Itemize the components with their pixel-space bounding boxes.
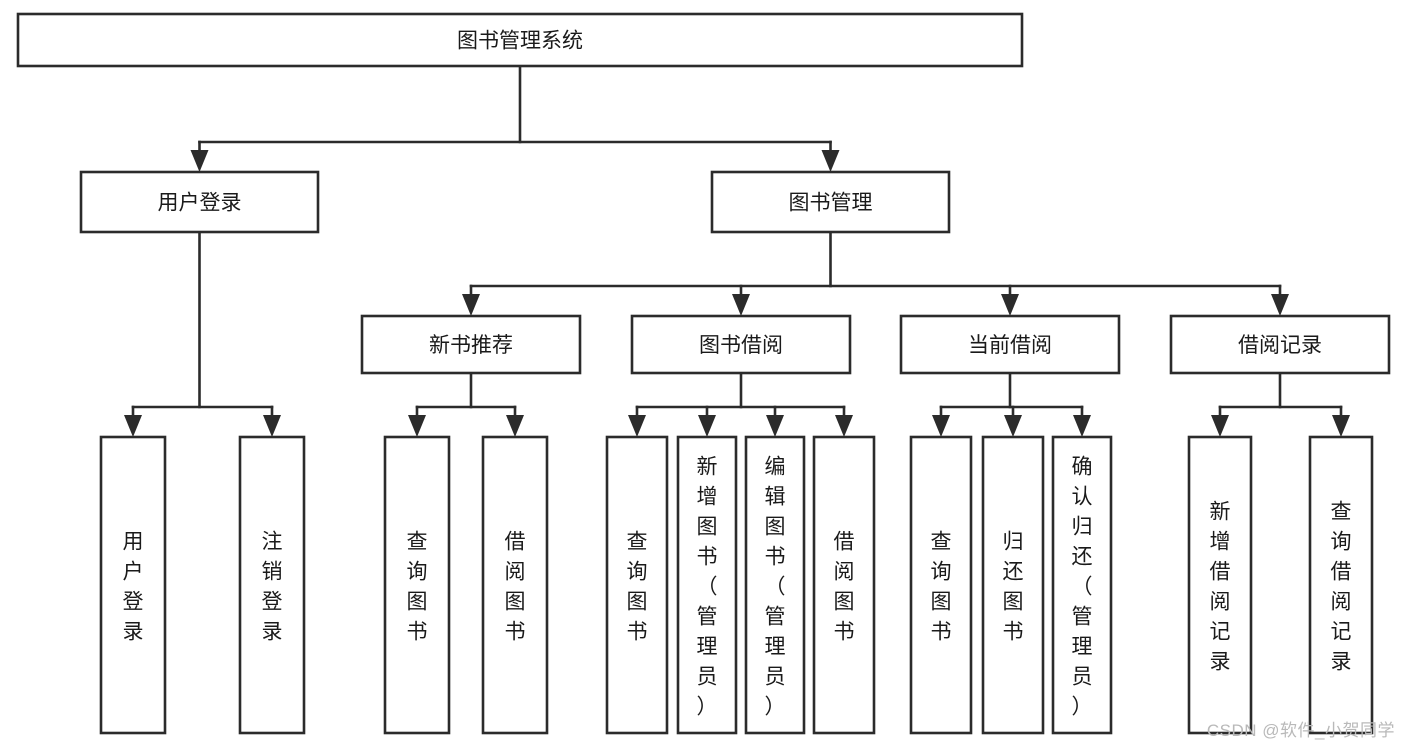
node-box-borrow-record — [1169, 314, 1391, 375]
arrow-book-manage — [821, 150, 840, 172]
node-leaf-query-book-2[interactable]: 查询图书 — [605, 435, 669, 735]
node-leaf-add-record[interactable]: 新增借阅记录 — [1187, 435, 1253, 735]
connector-layer — [124, 64, 1350, 437]
node-box-leaf-query-record — [1308, 435, 1374, 735]
node-new-book-recommend[interactable]: 新书推荐 — [360, 314, 582, 375]
node-label-leaf-query-record: 查询借阅记录 — [1331, 500, 1352, 673]
arrow-borrow-record — [1271, 294, 1289, 316]
node-leaf-logout[interactable]: 注销登录 — [238, 435, 306, 735]
node-label-leaf-query-book-1: 查询图书 — [407, 530, 428, 643]
arrow-leaf-query-book-2 — [628, 415, 646, 437]
node-label-current-borrow: 当前借阅 — [968, 334, 1052, 357]
node-box-book-borrow — [630, 314, 852, 375]
node-label-root: 图书管理系统 — [457, 30, 583, 53]
arrow-leaf-return-book — [1004, 415, 1022, 437]
node-box-leaf-query-book-3 — [909, 435, 973, 735]
node-box-leaf-confirm-return — [1051, 435, 1113, 735]
node-label-borrow-record: 借阅记录 — [1238, 334, 1322, 357]
node-label-leaf-borrow-book-2: 借阅图书 — [834, 530, 855, 643]
node-label-leaf-logout: 注销登录 — [262, 530, 283, 643]
node-label-book-borrow: 图书借阅 — [699, 334, 783, 357]
node-leaf-user-login[interactable]: 用户登录 — [99, 435, 167, 735]
node-box-current-borrow — [899, 314, 1121, 375]
node-box-leaf-add-record — [1187, 435, 1253, 735]
node-box-leaf-return-book — [981, 435, 1045, 735]
node-leaf-borrow-book-2[interactable]: 借阅图书 — [812, 435, 876, 735]
arrow-leaf-confirm-return — [1073, 415, 1091, 437]
node-box-leaf-user-login — [99, 435, 167, 735]
node-label-book-manage: 图书管理 — [789, 192, 873, 215]
node-label-leaf-add-record: 新增借阅记录 — [1210, 500, 1231, 673]
node-borrow-record[interactable]: 借阅记录 — [1169, 314, 1391, 375]
node-leaf-query-book-3[interactable]: 查询图书 — [909, 435, 973, 735]
node-label-leaf-query-book-3: 查询图书 — [931, 530, 952, 643]
node-box-leaf-borrow-book-2 — [812, 435, 876, 735]
arrow-leaf-query-book-1 — [408, 415, 426, 437]
arrow-leaf-user-login — [124, 415, 142, 437]
node-label-leaf-confirm-return: 确认归还（管理员） — [1072, 455, 1093, 718]
node-label-leaf-return-book: 归还图书 — [1003, 530, 1024, 643]
node-user-login[interactable]: 用户登录 — [79, 170, 320, 234]
node-box-leaf-borrow-book-1 — [481, 435, 549, 735]
arrow-current-borrow — [1001, 294, 1019, 316]
node-leaf-query-record[interactable]: 查询借阅记录 — [1308, 435, 1374, 735]
node-box-leaf-query-book-2 — [605, 435, 669, 735]
arrow-leaf-borrow-book-2 — [835, 415, 853, 437]
node-leaf-return-book[interactable]: 归还图书 — [981, 435, 1045, 735]
node-leaf-add-book[interactable]: 新增图书（管理员） — [676, 435, 738, 735]
node-box-leaf-logout — [238, 435, 306, 735]
node-label-leaf-edit-book: 编辑图书（管理员） — [765, 455, 786, 718]
node-label-leaf-borrow-book-1: 借阅图书 — [505, 530, 526, 643]
node-box-root — [16, 12, 1024, 68]
arrow-leaf-query-book-3 — [932, 415, 950, 437]
node-leaf-confirm-return[interactable]: 确认归还（管理员） — [1051, 435, 1113, 735]
arrow-leaf-edit-book — [766, 415, 784, 437]
arrow-leaf-borrow-book-1 — [506, 415, 524, 437]
node-label-leaf-user-login: 用户登录 — [123, 530, 144, 643]
arrow-leaf-logout — [263, 415, 281, 437]
node-layer: 图书管理系统用户登录图书管理新书推荐图书借阅当前借阅借阅记录用户登录注销登录查询… — [16, 12, 1391, 735]
node-box-leaf-query-book-1 — [383, 435, 451, 735]
node-leaf-edit-book[interactable]: 编辑图书（管理员） — [744, 435, 806, 735]
node-leaf-borrow-book-1[interactable]: 借阅图书 — [481, 435, 549, 735]
node-label-user-login: 用户登录 — [158, 192, 242, 215]
node-box-leaf-edit-book — [744, 435, 806, 735]
arrow-user-login — [190, 150, 209, 172]
node-leaf-query-book-1[interactable]: 查询图书 — [383, 435, 451, 735]
node-box-new-book-recommend — [360, 314, 582, 375]
arrow-new-book-recommend — [462, 294, 480, 316]
arrow-leaf-query-record — [1332, 415, 1350, 437]
node-box-leaf-add-book — [676, 435, 738, 735]
node-current-borrow[interactable]: 当前借阅 — [899, 314, 1121, 375]
node-box-book-manage — [710, 170, 951, 234]
node-label-leaf-add-book: 新增图书（管理员） — [697, 455, 718, 718]
node-label-leaf-query-book-2: 查询图书 — [627, 530, 648, 643]
node-root[interactable]: 图书管理系统 — [16, 12, 1024, 68]
node-label-new-book-recommend: 新书推荐 — [429, 334, 513, 357]
node-book-manage[interactable]: 图书管理 — [710, 170, 951, 234]
node-box-user-login — [79, 170, 320, 234]
arrow-book-borrow — [732, 294, 750, 316]
arrow-leaf-add-book — [698, 415, 716, 437]
node-book-borrow[interactable]: 图书借阅 — [630, 314, 852, 375]
arrow-leaf-add-record — [1211, 415, 1229, 437]
